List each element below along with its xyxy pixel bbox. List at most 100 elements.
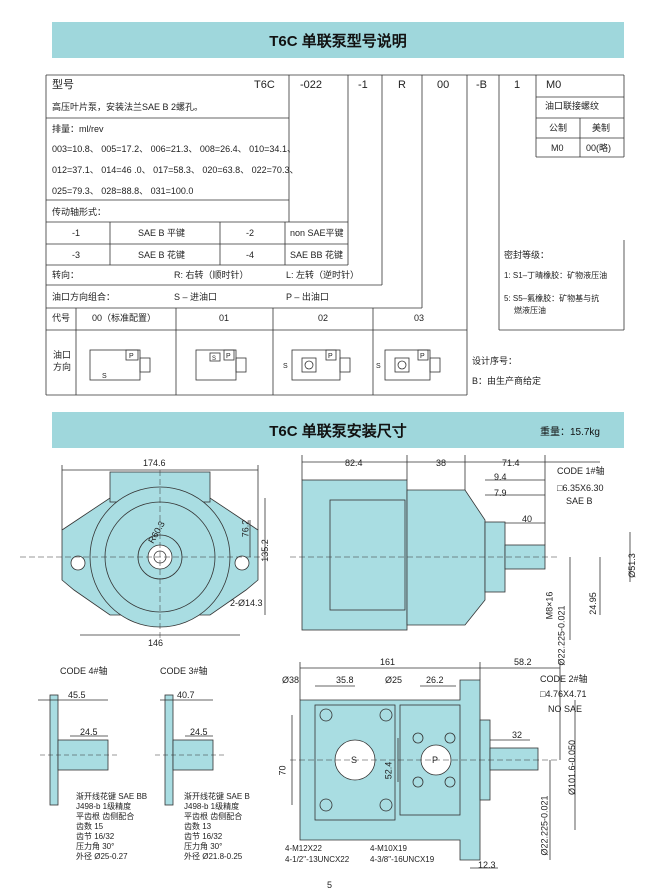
rear-view — [290, 662, 576, 869]
dim-side-2: 38 — [436, 458, 447, 468]
shaft-code: -4 — [246, 250, 255, 260]
shaft-code: -1 — [72, 228, 81, 238]
port-combo-s: S – 进油口 — [174, 292, 218, 302]
dim-side-v1: Ø51.3 — [626, 553, 637, 578]
port-row-label: 方向 — [53, 362, 72, 372]
code-part-rotation: R — [398, 79, 406, 91]
code2-nosae: NO SAE — [548, 704, 583, 714]
shaft-title: 传动轴形式： — [52, 207, 107, 217]
svg-text:P: P — [226, 353, 231, 360]
port-p-label: P — [432, 755, 439, 765]
port-header: 01 — [219, 313, 230, 323]
code4-spec: 渐开线花键 SAE BB J498-b 1级精度 平齿根 齿侧配合 齿数 15 … — [76, 792, 147, 862]
thread-value-us: 00(略) — [586, 143, 612, 153]
port-header: 00（标准配置） — [92, 313, 157, 323]
spec-line: J498-b 1级精度 — [76, 802, 132, 811]
thread-label: 油口联接螺纹 — [545, 101, 600, 111]
svg-text:S: S — [376, 363, 381, 370]
shaft-desc: SAE B 花键 — [138, 250, 186, 260]
dim-side-v2: 24.95 — [587, 592, 598, 615]
weight-label: 重量：15.7kg — [539, 426, 600, 438]
rotation-left: L: 左转（逆时针） — [286, 270, 360, 280]
code4-title: CODE 4#轴 — [60, 666, 108, 676]
dim-code3-2: 24.5 — [190, 727, 208, 737]
code1-key-value: 6.35X6.30 — [562, 483, 604, 493]
thread-value-metric: M0 — [551, 143, 564, 153]
rotation-label: 转向： — [52, 270, 80, 280]
code-part-series: T6C — [254, 79, 275, 91]
spec-line: 外径 Ø21.8-0.25 — [184, 852, 243, 861]
dim-rear-v1: Ø101.6-0.050 — [567, 739, 578, 796]
dim-front-h2: 135.2 — [259, 539, 270, 562]
side-view — [290, 455, 631, 640]
dim-code3-1: 40.7 — [177, 690, 195, 700]
spec-line: 齿数 13 — [184, 822, 212, 831]
dim-rear-4: 35.8 — [336, 675, 354, 685]
displacement-row-3: 025=79.3、 028=88.8、 031=100.0 — [52, 186, 194, 196]
section-banner-model: T6C 单联泵型号说明 — [52, 22, 624, 58]
dim-rear-5: Ø25 — [385, 675, 403, 685]
dim-rear-h2: 52.4 — [383, 761, 394, 780]
dim-side-3: 71.4 — [502, 458, 520, 468]
dim-rear-v3: 12.3 — [478, 860, 496, 870]
section-title: T6C 单联泵安装尺寸 — [269, 422, 407, 440]
seal-title: 密封等级： — [504, 250, 550, 260]
code2-key-value: 4.76X4.71 — [545, 689, 587, 699]
code2-key: □4.76X4.71 — [540, 689, 587, 699]
code1-key: □6.35X6.30 — [557, 483, 604, 493]
shaft-desc: SAE BB 花键 — [290, 250, 344, 260]
dim-front-bolt: 146 — [148, 638, 164, 648]
code-part-port: 00 — [437, 79, 450, 91]
spec-line: 渐开线花键 SAE BB — [76, 792, 148, 801]
dim-code4-2: 24.5 — [80, 727, 98, 737]
thread-header-us: 美制 — [592, 123, 611, 133]
shaft-desc: non SAE平键 — [290, 228, 344, 238]
code3-spec: 渐开线花键 SAE B J498-b 1级精度 平齿根 齿侧配合 齿数 13 齿… — [184, 792, 250, 862]
dim-rear-v2: Ø22.225-0.021 — [539, 795, 550, 856]
svg-text:S: S — [283, 363, 288, 370]
model-table-grid — [45, 74, 625, 396]
design-label: 设计序号： — [472, 356, 518, 366]
spec-line: 齿节 16/32 — [184, 832, 223, 841]
thread-note-3: 4-M10X19 — [370, 844, 407, 853]
code1-title: CODE 1#轴 — [557, 466, 605, 476]
displacement-row-2: 012=37.1、 014=46 .0、 017=58.3、 020=63.8、… — [52, 165, 299, 175]
dim-rear-2: 58.2 — [514, 657, 532, 667]
spec-line: J498-b 1级精度 — [184, 802, 240, 811]
code-part-seal: 1 — [514, 79, 521, 91]
shaft-code: -2 — [246, 228, 255, 238]
code3-shaft — [155, 694, 225, 806]
seal-item-1: 1: S1–丁晴橡胶：矿物液压油 — [504, 271, 608, 280]
dim-side-6: 40 — [522, 514, 533, 524]
seal-item-2-cont: 燃液压油 — [514, 306, 546, 315]
port-combo-p: P – 出油口 — [286, 292, 329, 302]
dim-side-v3: M8×16 — [544, 591, 555, 620]
code1-sae: SAE B — [566, 496, 593, 506]
page-number: 5 — [326, 880, 332, 890]
dim-front-width: 174.6 — [143, 458, 166, 468]
thread-note-4: 4-3/8"-16UNCX19 — [370, 855, 435, 864]
dim-side-4: 9.4 — [494, 472, 507, 482]
thread-note-1: 4-M12X22 — [285, 844, 322, 853]
spec-line: 渐开线花键 SAE B — [184, 792, 250, 801]
code3-title: CODE 3#轴 — [160, 666, 208, 676]
section-banner-dimensions: T6C 单联泵安装尺寸 重量：15.7kg — [52, 412, 624, 448]
seal-item-2: 5: S5–氟橡胶：矿物基与抗 — [504, 294, 600, 303]
design-value: B：由生产商给定 — [472, 376, 542, 386]
dim-code4-1: 45.5 — [68, 690, 86, 700]
displacement-row-1: 003=10.8、 005=17.2、 006=21.3、 008=26.4、 … — [52, 144, 296, 154]
port-config-diagrams: P S S P P S P S — [89, 349, 441, 381]
dim-rear-1: 161 — [380, 657, 396, 667]
port-header: 02 — [318, 313, 329, 323]
thread-note-2: 4-1/2"-13UNCX22 — [285, 855, 350, 864]
spec-line: 压力角 30° — [184, 842, 223, 851]
svg-text:S: S — [102, 373, 107, 380]
dim-rear-h1: 70 — [277, 765, 288, 776]
shaft-code: -3 — [72, 250, 81, 260]
svg-text:P: P — [129, 353, 134, 360]
code-part-displacement: -022 — [300, 79, 323, 91]
dim-rear-3: Ø38 — [282, 675, 300, 685]
dim-rear-l1: 32 — [512, 730, 523, 740]
svg-text:P: P — [328, 353, 333, 360]
